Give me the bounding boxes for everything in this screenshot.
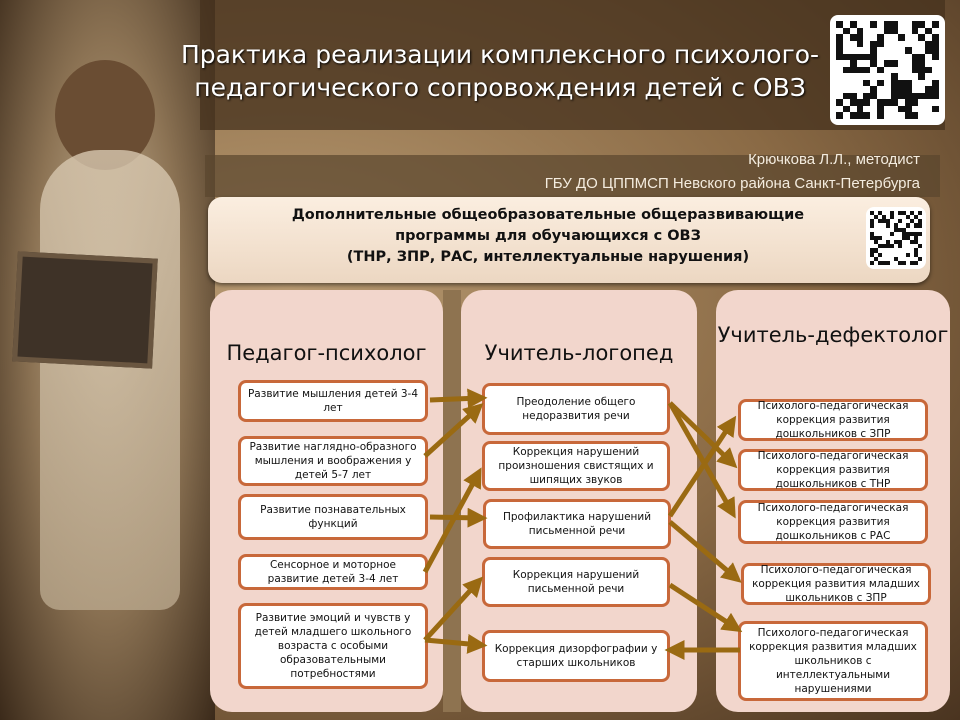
- program-banner: Дополнительные общеобразовательные общер…: [208, 197, 930, 283]
- subtitle-band: [205, 155, 940, 197]
- program-box[interactable]: Психолого-педагогическая коррекция разви…: [738, 500, 928, 544]
- column-title: Педагог-психолог: [226, 341, 427, 365]
- author-name: Крючкова Л.Л., методист: [748, 151, 920, 168]
- qr-code-icon[interactable]: [830, 15, 945, 125]
- organization: ГБУ ДО ЦППМСП Невского района Санкт-Пете…: [544, 175, 920, 192]
- program-line: программы для обучающихся с ОВЗ: [395, 228, 701, 244]
- program-box[interactable]: Психолого-педагогическая коррекция разви…: [738, 399, 928, 441]
- program-line: (ТНР, ЗПР, РАС, интеллектуальные нарушен…: [346, 249, 750, 265]
- title-band: [200, 0, 945, 130]
- program-box[interactable]: Развитие наглядно-образного мышления и в…: [238, 436, 428, 486]
- program-box[interactable]: Психолого-педагогическая коррекция разви…: [738, 449, 928, 491]
- program-box[interactable]: Коррекция дизорфографии у старших школьн…: [482, 630, 670, 682]
- program-box[interactable]: Преодоление общего недоразвития речи: [482, 383, 670, 435]
- slate-board: [12, 251, 158, 369]
- program-box[interactable]: Развитие познавательных функций: [238, 494, 428, 540]
- background-photo: [0, 0, 215, 720]
- program-box[interactable]: Коррекция нарушений произношения свистящ…: [482, 441, 670, 491]
- program-line: Дополнительные общеобразовательные общер…: [291, 207, 805, 223]
- column-title: Учитель-дефектолог: [717, 323, 949, 347]
- divider: [443, 290, 461, 712]
- program-box[interactable]: Профилактика нарушений письменной речи: [483, 499, 671, 549]
- program-box[interactable]: Коррекция нарушений письменной речи: [482, 557, 670, 607]
- program-box[interactable]: Сенсорное и моторное развитие детей 3-4 …: [238, 554, 428, 590]
- program-box[interactable]: Психолого-педагогическая коррекция разви…: [741, 563, 931, 605]
- qr-code-icon[interactable]: [866, 207, 926, 269]
- column-title: Учитель-логопед: [484, 341, 674, 365]
- program-box[interactable]: Психолого-педагогическая коррекция разви…: [738, 621, 928, 701]
- author-block: Крючкова Л.Л., методист ГБУ ДО ЦППМСП Не…: [545, 148, 920, 196]
- girl-figure: [40, 150, 180, 610]
- program-box[interactable]: Развитие эмоций и чувств у детей младшег…: [238, 603, 428, 689]
- page-title: Практика реализации комплексного психоло…: [180, 40, 820, 102]
- program-box[interactable]: Развитие мышления детей 3-4 лет: [238, 380, 428, 422]
